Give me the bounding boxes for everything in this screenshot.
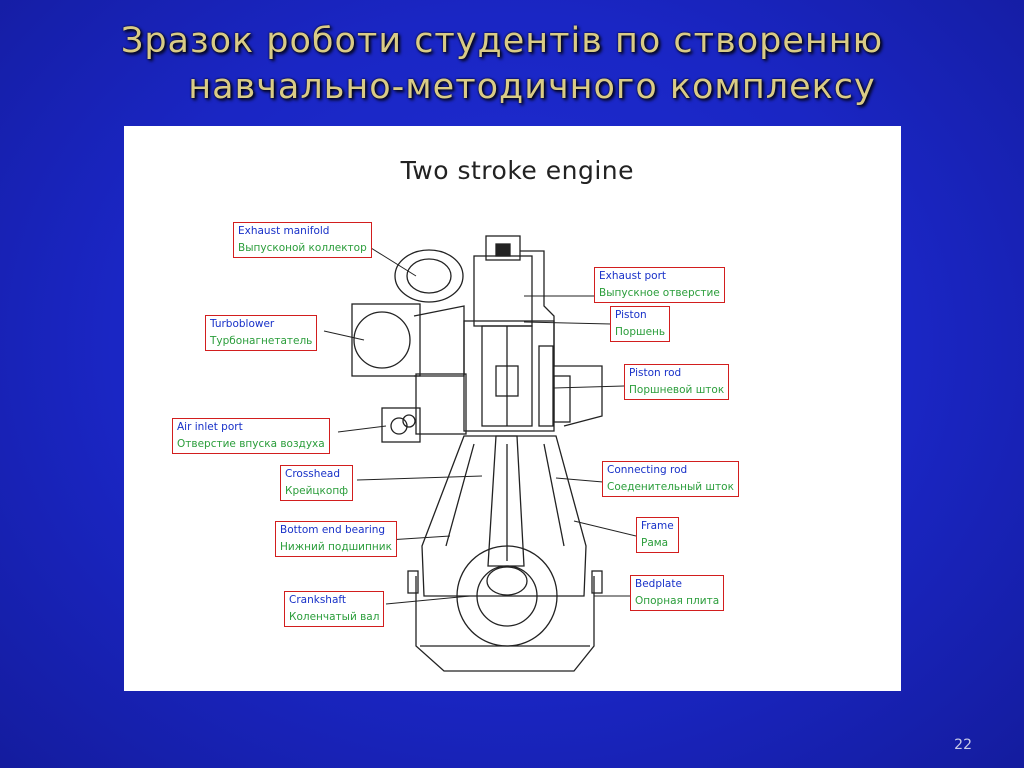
engine-diagram: Two stroke engine Exhaust manifold Выпус…	[124, 126, 901, 691]
label-piston-rod: Piston rod Поршневой шток	[624, 364, 730, 400]
label-crosshead: Crosshead Крейцкопф	[280, 465, 354, 501]
label-frame: Frame Рама	[636, 517, 679, 553]
diagram-title: Two stroke engine	[400, 156, 634, 185]
label-connecting-rod: Connecting rod Соеденительный шток	[602, 461, 739, 497]
label-turboblower-ru: Турбонагнетатель	[210, 335, 313, 347]
label-bottom-end-bearing-ru: Нижний подшипник	[280, 541, 392, 553]
page-number: 22	[954, 737, 972, 753]
slide-title: Зразок роботи студентів по створенню нав…	[0, 18, 1024, 110]
label-piston: Piston Поршень	[610, 306, 671, 342]
label-crankshaft: Crankshaft Коленчатый вал	[284, 591, 385, 627]
label-exhaust-manifold-ru: Выпусконой коллектор	[238, 242, 367, 254]
label-crankshaft-en: Crankshaft	[289, 594, 347, 606]
label-air-inlet-port: Air inlet port Отверстие впуска воздуха	[172, 418, 330, 454]
label-crosshead-en: Crosshead	[285, 468, 340, 480]
label-exhaust-manifold: Exhaust manifold Выпусконой коллектор	[233, 222, 372, 258]
label-exhaust-port-en: Exhaust port	[599, 270, 667, 282]
label-exhaust-port: Exhaust port Выпускное отверстие	[594, 267, 725, 303]
label-bottom-end-bearing-en: Bottom end bearing	[280, 524, 386, 536]
label-air-inlet-port-ru: Отверстие впуска воздуха	[177, 438, 325, 450]
label-turboblower: Turboblower Турбонагнетатель	[205, 315, 318, 351]
label-bottom-end-bearing: Bottom end bearing Нижний подшипник	[275, 521, 397, 557]
label-frame-ru: Рама	[641, 537, 669, 549]
label-air-inlet-port-en: Air inlet port	[177, 421, 243, 433]
slide-title-line-2: навчально-методичного комплексу	[188, 67, 876, 107]
label-turboblower-en: Turboblower	[210, 318, 275, 330]
label-piston-ru: Поршень	[615, 326, 666, 338]
label-connecting-rod-ru: Соеденительный шток	[607, 481, 734, 493]
label-connecting-rod-en: Connecting rod	[607, 464, 688, 476]
label-piston-rod-ru: Поршневой шток	[629, 384, 725, 396]
label-bedplate-en: Bedplate	[635, 578, 682, 590]
label-crankshaft-ru: Коленчатый вал	[289, 611, 380, 623]
label-exhaust-port-ru: Выпускное отверстие	[599, 287, 720, 299]
label-piston-en: Piston	[615, 309, 647, 321]
label-crosshead-ru: Крейцкопф	[285, 485, 349, 497]
label-piston-rod-en: Piston rod	[629, 367, 682, 379]
label-bedplate-ru: Опорная плита	[635, 595, 720, 607]
label-bedplate: Bedplate Опорная плита	[630, 575, 725, 611]
label-exhaust-manifold-en: Exhaust manifold	[238, 225, 330, 237]
slide-title-line-1: Зразок роботи студентів по створенню	[120, 21, 884, 61]
label-frame-en: Frame	[641, 520, 674, 532]
engine-drawing	[323, 235, 637, 672]
